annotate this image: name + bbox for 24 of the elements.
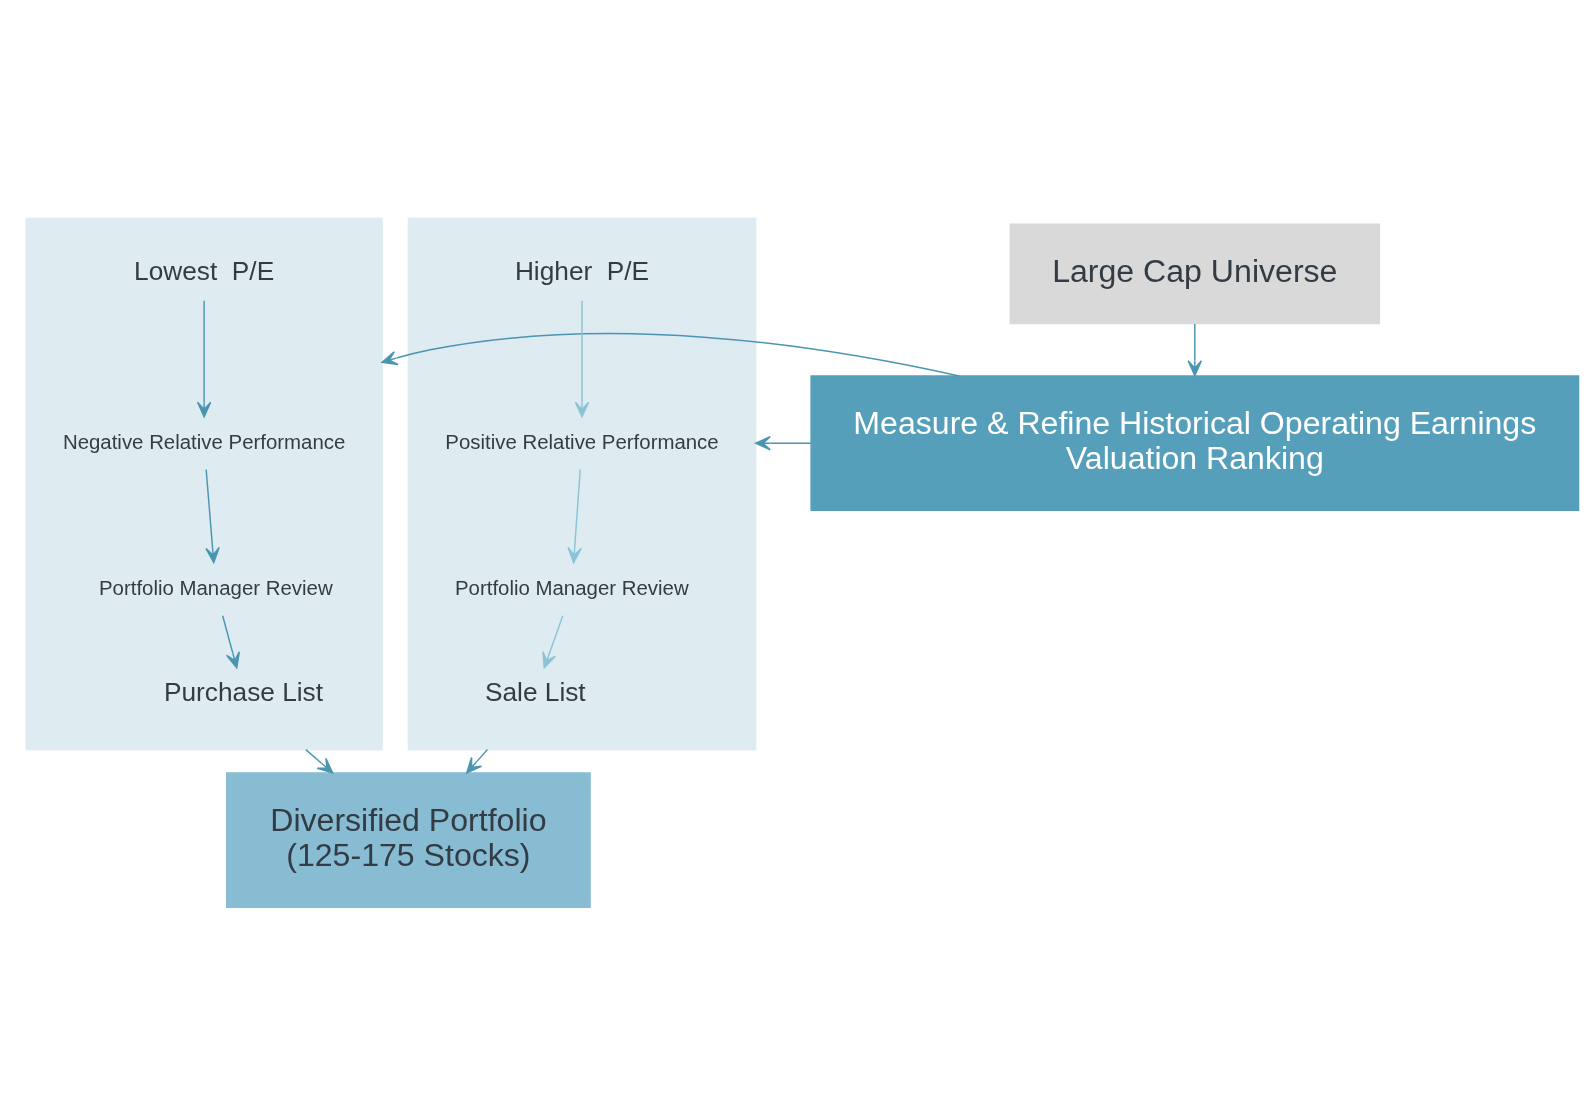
arrow xyxy=(221,614,240,668)
arrow xyxy=(542,614,564,668)
node-text: Positive Relative Performance xyxy=(445,430,719,453)
node-text: Purchase List xyxy=(164,676,324,707)
node-text: Lowest P/E xyxy=(134,255,275,286)
arrow xyxy=(567,468,582,563)
node-text: Sale List xyxy=(484,676,586,707)
arrow xyxy=(196,299,212,418)
node-box: Diversified Portfolio (125-175 Stocks) xyxy=(226,771,591,908)
node-text: Portfolio Manager Review xyxy=(454,576,689,598)
node-box: Large Cap Universe xyxy=(1009,223,1381,324)
arrow xyxy=(205,468,220,563)
arrow xyxy=(754,435,812,450)
node-box: Measure & Refine Historical Operating Earnings Valuation Ranking xyxy=(810,374,1580,511)
cluster xyxy=(407,217,757,750)
node-text: Portfolio Manager Review xyxy=(98,576,333,598)
node-text: Negative Relative Performance xyxy=(62,430,346,453)
arrow xyxy=(574,299,590,418)
arrow xyxy=(381,332,960,377)
cluster xyxy=(25,217,383,750)
arrow xyxy=(305,748,334,774)
arrow xyxy=(466,748,489,774)
arrow xyxy=(1187,322,1203,376)
node-text: Higher P/E xyxy=(514,255,650,286)
